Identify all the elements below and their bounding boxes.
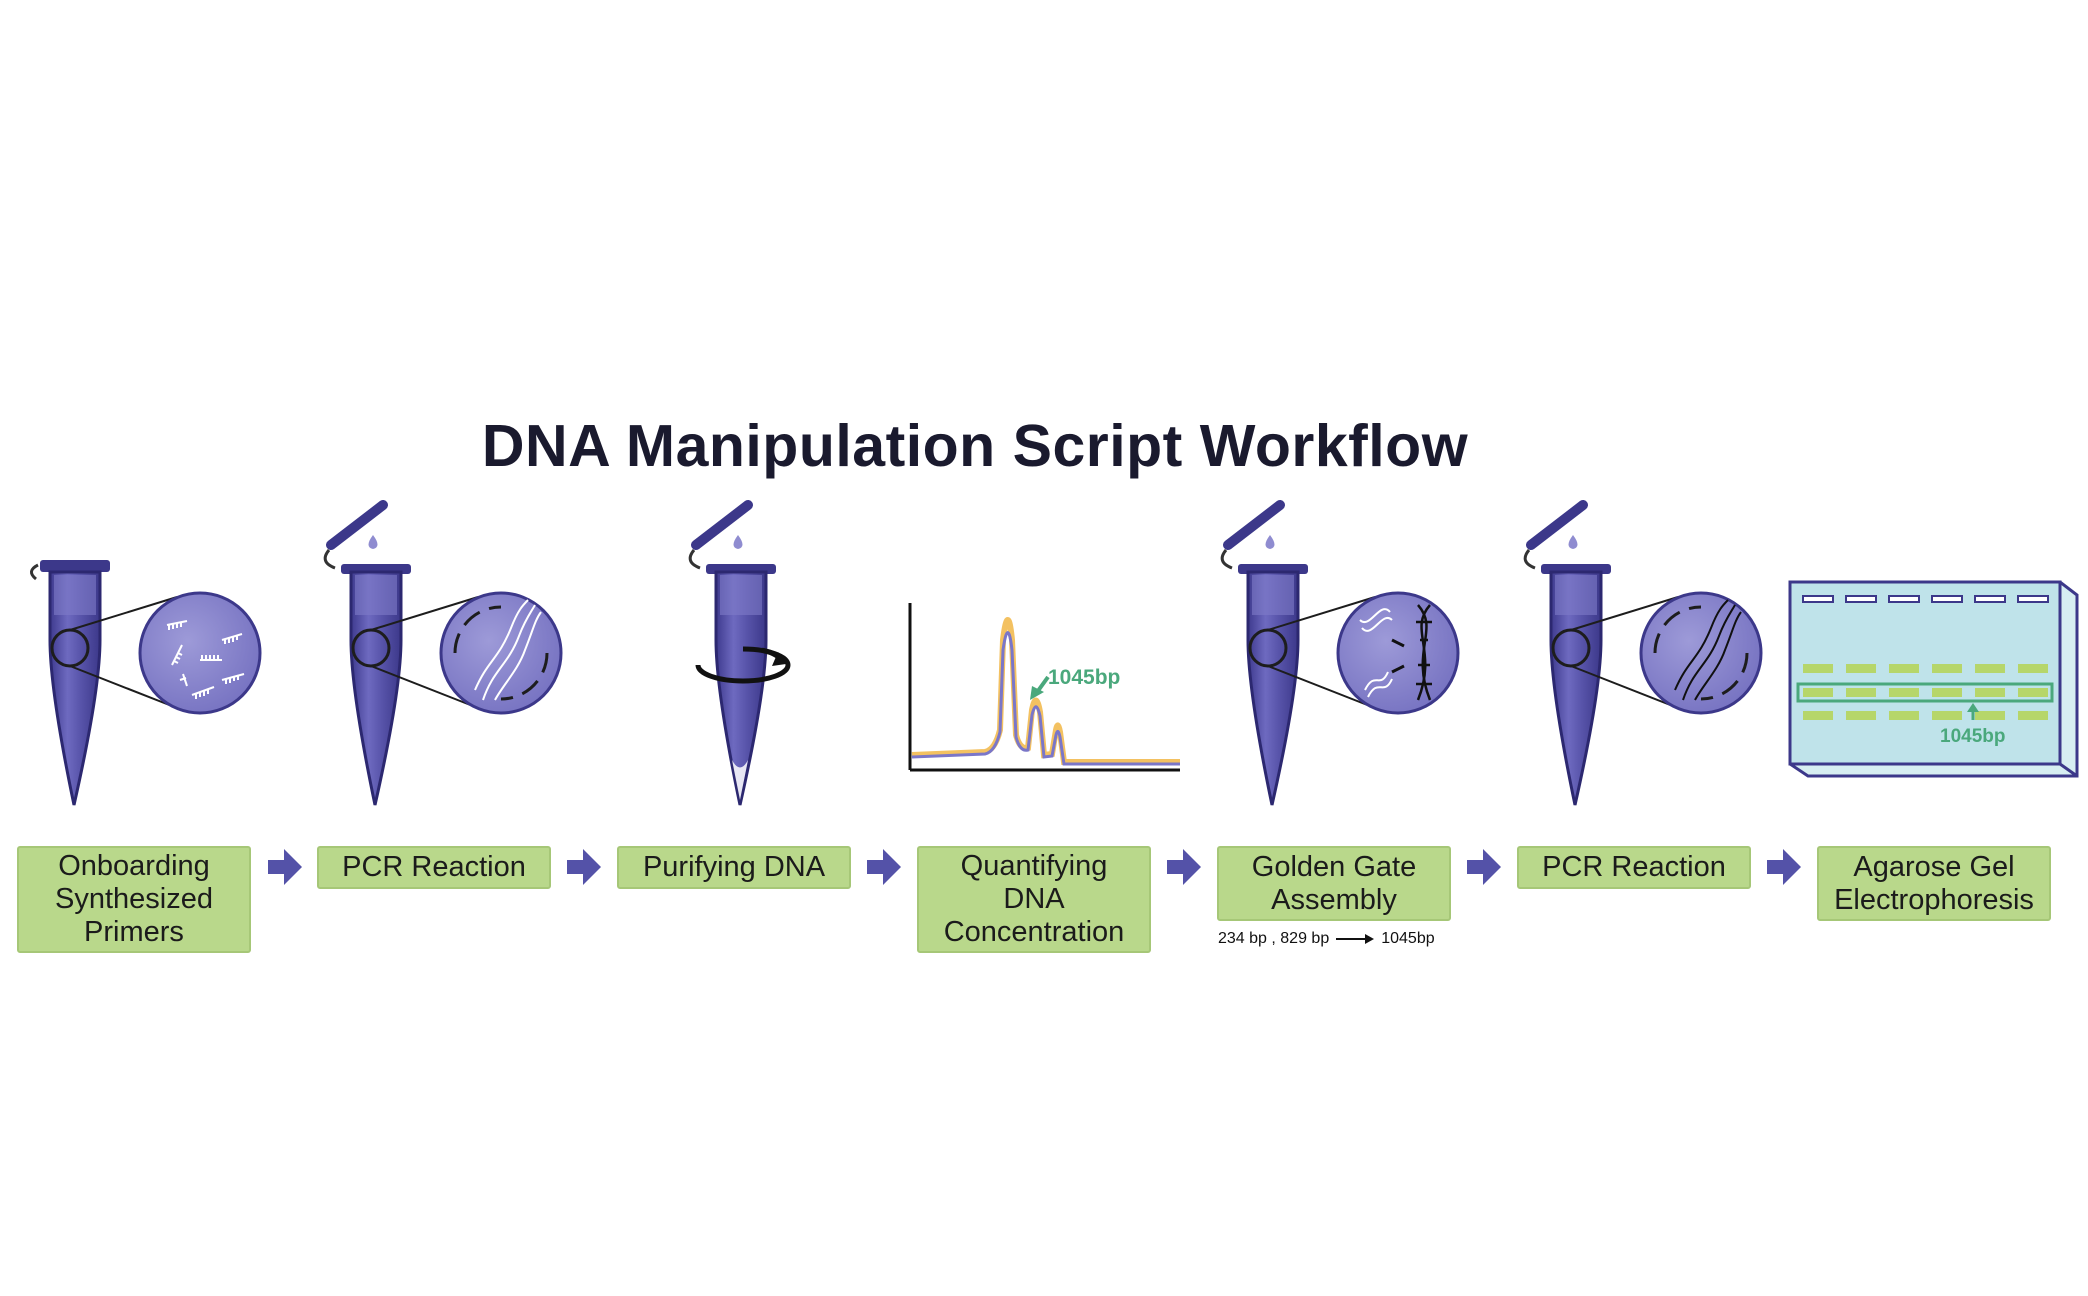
gel-icon bbox=[1788, 580, 2079, 778]
page-title: DNA Manipulation Script Workflow bbox=[481, 413, 1469, 479]
step-box-pcr-2: PCR Reaction bbox=[1517, 846, 1751, 889]
step-box-golden-gate: Golden Gate Assembly bbox=[1217, 846, 1451, 921]
tube-dna-cycle-icon bbox=[323, 500, 563, 806]
electropherogram-icon bbox=[908, 603, 1180, 772]
tube-spin-icon bbox=[688, 500, 791, 806]
step-label: PCR Reaction bbox=[1542, 851, 1726, 883]
flow-arrow-icon bbox=[268, 849, 302, 885]
flow-arrow-icon bbox=[1767, 849, 1801, 885]
tube-assembly-icon bbox=[1220, 500, 1460, 806]
flow-arrow-icon bbox=[867, 849, 901, 885]
step-box-quantifying: Quantifying DNA Concentration bbox=[917, 846, 1151, 953]
fragment-sizes: 234 bp , 829 bp bbox=[1218, 930, 1330, 947]
arrow-right-icon bbox=[1336, 934, 1375, 944]
flow-arrow-icon bbox=[1467, 849, 1501, 885]
flow-arrow-icon bbox=[1167, 849, 1201, 885]
step-label: Quantifying DNA Concentration bbox=[943, 850, 1125, 948]
assembly-annotation: 234 bp , 829 bp 1045bp bbox=[1218, 930, 1435, 948]
step-label: Agarose Gel Electrophoresis bbox=[1834, 850, 2034, 916]
flow-arrow-icon bbox=[567, 849, 601, 885]
step-label: Purifying DNA bbox=[642, 851, 826, 883]
step-label: PCR Reaction bbox=[342, 851, 526, 883]
step-label: Golden Gate Assembly bbox=[1251, 850, 1417, 916]
step-box-onboarding: Onboarding Synthesized Primers bbox=[17, 846, 251, 953]
tube-dna-cycle-icon bbox=[1523, 500, 1763, 806]
product-size: 1045bp bbox=[1381, 930, 1435, 947]
step-box-purifying: Purifying DNA bbox=[617, 846, 851, 889]
step-box-pcr-1: PCR Reaction bbox=[317, 846, 551, 889]
step-label: Onboarding Synthesized Primers bbox=[55, 850, 213, 948]
gel-band-label: 1045bp bbox=[1940, 726, 2006, 747]
step-box-agarose: Agarose Gel Electrophoresis bbox=[1817, 846, 2051, 921]
chart-peak-label: 1045bp bbox=[1048, 666, 1121, 689]
tube-primers-icon bbox=[30, 560, 262, 806]
